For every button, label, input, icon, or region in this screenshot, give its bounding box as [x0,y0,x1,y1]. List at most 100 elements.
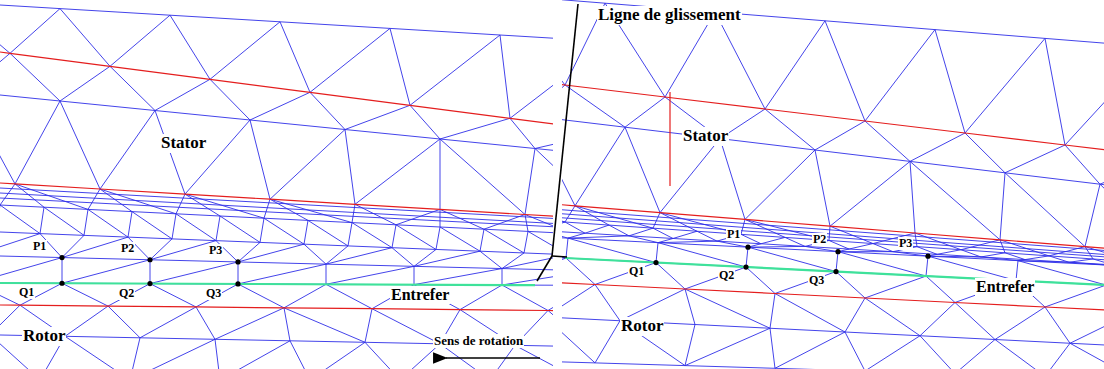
point-label: Q3 [205,287,222,300]
mesh-edge [562,116,575,206]
mesh-edge [955,303,995,340]
leader-line [552,256,567,257]
mesh-edge [365,309,372,343]
point-label: Q2 [118,287,135,300]
mesh-edge [620,289,685,321]
mesh-edge [130,339,215,369]
mesh-edge [108,306,140,338]
mesh-edge [1045,307,1070,343]
mesh-edge [548,285,553,310]
mesh-edge [345,130,355,205]
row-line [562,310,1104,351]
sliding-line [0,283,535,285]
mesh-edge [280,22,310,93]
mesh-edge [926,276,955,302]
mesh-edge [215,308,284,339]
mesh-edge [1005,173,1085,247]
mesh-edge [100,111,155,190]
mesh-points [59,245,930,287]
mesh-edge [865,30,935,121]
mesh-edge [40,207,44,233]
mesh-edge [849,244,873,249]
mesh-edge [284,308,365,342]
mesh-edge [562,258,566,280]
mesh-edge [490,345,515,369]
mesh-edge [392,248,414,267]
mesh-edge [829,226,830,240]
mesh-edge [935,30,965,133]
mesh-edge [562,222,565,231]
row-lines [0,0,553,369]
mesh-edge [775,294,845,333]
mesh-edge [128,212,132,238]
mesh-edge [372,309,440,344]
mesh-edge [130,338,140,369]
mesh-edge [502,285,548,310]
mesh-edge [140,307,196,338]
mesh-edge [1069,259,1093,262]
mesh-edge [440,139,441,209]
region-label: Entrefer [390,286,450,304]
mesh-edge [216,216,220,241]
mesh-edge [250,92,310,120]
mesh-edge [565,222,585,233]
mesh-edge [746,247,748,267]
mesh-edge [0,184,15,205]
mesh-edge [15,101,60,184]
mesh-edge [44,207,84,235]
mesh-edge [238,264,326,284]
mesh-edge [595,285,620,321]
mesh-edge [865,121,910,161]
row-line [0,225,553,260]
mesh-edge [629,228,653,236]
row-line [0,251,553,273]
mesh-edge [566,238,568,258]
mesh-edge [414,251,480,266]
mesh-edge [410,105,440,139]
mesh-edge [770,328,775,368]
mesh-edge [845,332,865,369]
mesh-edge [176,214,216,241]
mesh-edge [981,253,1005,257]
band-lines [562,209,1104,257]
mesh-edge [673,231,697,238]
mesh-edge [562,285,595,318]
mesh-edge [348,223,352,246]
mesh-edge [0,2,10,53]
mesh-edge [510,42,553,119]
row-line [0,332,553,349]
mesh-edge [62,283,108,306]
mesh-point [925,254,930,259]
mesh-edge [264,199,270,218]
mesh-point [745,245,750,250]
mesh-point [235,259,240,264]
mesh-edge [1070,343,1104,369]
mesh-edge [110,15,170,66]
mesh-edge [210,22,280,80]
mesh-edge [656,263,685,289]
mesh-point [835,249,840,254]
mesh-edge [825,21,865,121]
band-line [562,209,1104,251]
mesh-edge [290,341,310,369]
mesh-edge [685,289,770,328]
mesh-edge [345,105,410,129]
mesh-edge [1065,47,1104,145]
mesh-edge [65,306,108,336]
mesh-edge [215,339,220,369]
point-label: P3 [208,244,223,257]
mesh-edge [535,149,553,220]
mesh-edge [965,38,1045,133]
mesh-edge [396,225,436,250]
mesh-edge [62,260,150,283]
row-line [562,93,1104,196]
mesh-edge [562,0,565,85]
mesh-edge [815,150,830,226]
mesh-edge [132,212,172,239]
mesh-edge [562,199,565,222]
mesh-edge [155,79,210,110]
mesh-edge [502,269,503,285]
mesh-edge [210,79,250,120]
mesh-edge [410,35,500,105]
mesh-edge [920,303,955,336]
